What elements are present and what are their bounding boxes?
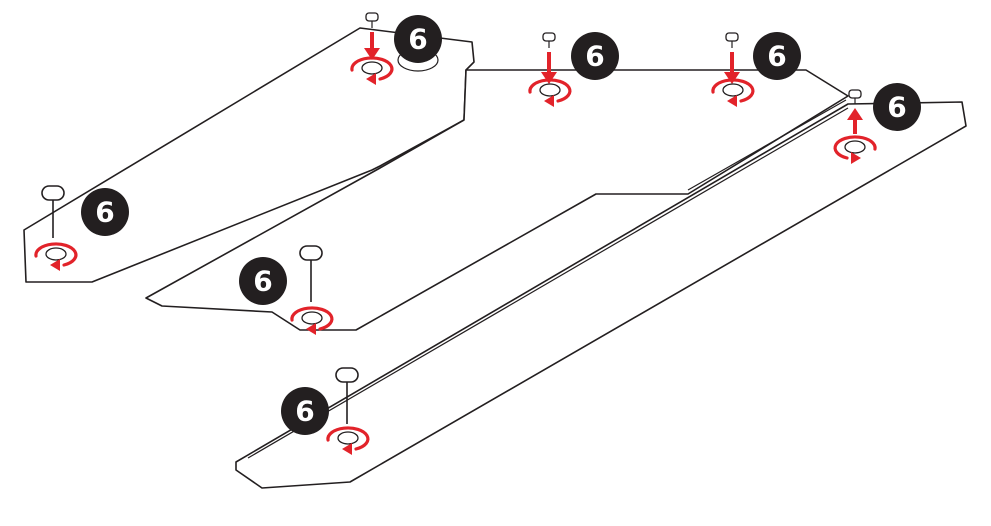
clockwise-rotation-icon	[711, 78, 755, 107]
down-arrow-icon	[724, 52, 740, 84]
middle-heatsink-plate	[145, 69, 849, 331]
clockwise-rotation-icon	[350, 56, 394, 85]
screw-top-mid	[528, 32, 572, 107]
step-number: 6	[95, 196, 114, 229]
right-heatsink-plate	[235, 101, 967, 489]
screw-far-right	[833, 89, 877, 164]
step-badge: 6	[81, 188, 129, 236]
down-arrow-icon	[364, 32, 380, 60]
screw-icon	[542, 32, 556, 48]
clockwise-rotation-icon	[528, 78, 572, 107]
screwdriver-icon	[41, 185, 65, 238]
screwdriver-mid-plate	[290, 245, 334, 335]
clockwise-rotation-icon	[326, 426, 370, 455]
step-number: 6	[253, 265, 272, 298]
step-badge: 6	[239, 257, 287, 305]
down-arrow-icon	[541, 52, 557, 84]
screwdriver-icon	[335, 367, 359, 424]
step-number: 6	[767, 40, 786, 73]
step-number: 6	[408, 23, 427, 56]
step-badge: 6	[753, 32, 801, 80]
screw-icon	[848, 89, 862, 104]
step-number: 6	[295, 395, 314, 428]
screw-icon	[725, 32, 739, 48]
counter-clockwise-rotation-icon	[833, 135, 877, 164]
screwdriver-icon	[299, 245, 323, 302]
up-arrow-icon	[847, 108, 863, 134]
clockwise-rotation-icon	[290, 306, 334, 335]
step-badge: 6	[281, 387, 329, 435]
screwdriver-bottom-plate	[326, 367, 370, 455]
screw-top-right	[711, 32, 755, 107]
screwdriver-left-plate	[34, 185, 78, 271]
step-number: 6	[887, 91, 906, 124]
step-badge: 6	[571, 32, 619, 80]
clockwise-rotation-icon	[34, 242, 78, 271]
screw-icon	[365, 12, 379, 28]
step-number: 6	[585, 40, 604, 73]
screw-top-left	[350, 12, 394, 85]
step-badge: 6	[394, 15, 442, 63]
step-badge: 6	[873, 83, 921, 131]
